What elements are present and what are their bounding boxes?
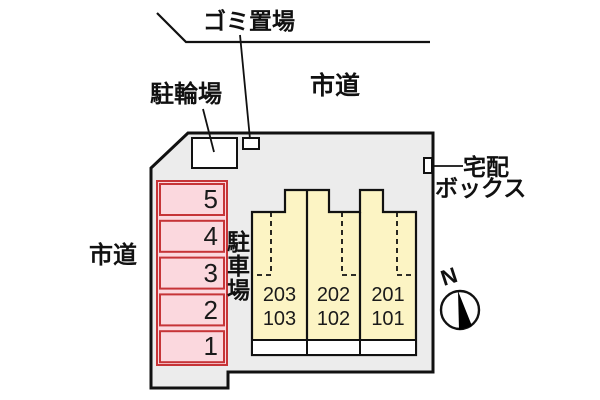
road-top-label: 市道 bbox=[310, 72, 361, 100]
unit-label-201-101: 201 101 bbox=[360, 284, 416, 331]
road-left-label: 市道 bbox=[89, 242, 137, 269]
bicycle-parking-label: 駐輪場 bbox=[150, 81, 222, 108]
bicycle-parking-area bbox=[191, 137, 238, 169]
parking-lot-char-2: 車 bbox=[227, 253, 250, 279]
garbage-leader-line bbox=[239, 34, 251, 140]
porch-strip-203 bbox=[251, 339, 308, 356]
unit-203-dashed-line bbox=[252, 212, 272, 276]
porch-strip-201 bbox=[359, 339, 417, 356]
delivery-box-label-line2: ボックス bbox=[435, 175, 527, 201]
parking-lot-label: 駐 車 場 bbox=[226, 230, 251, 302]
road-edge-line bbox=[156, 12, 430, 44]
garbage-area-box bbox=[242, 137, 260, 150]
unit-202-dashed-line bbox=[341, 212, 360, 276]
unit-label-202-102: 202 102 bbox=[307, 284, 360, 331]
unit-label-203-103: 203 103 bbox=[252, 284, 307, 331]
parking-space-number-4: 4 bbox=[203, 221, 218, 251]
parking-bay-5 bbox=[159, 183, 225, 216]
parking-bay-1 bbox=[159, 330, 225, 364]
parking-bay-3 bbox=[159, 256, 225, 290]
compass-needle-icon bbox=[458, 291, 472, 330]
delivery-box bbox=[423, 157, 433, 174]
unit-101-number: 101 bbox=[371, 307, 405, 330]
parking-space-number-1: 1 bbox=[203, 331, 218, 361]
unit-202-number: 202 bbox=[316, 284, 351, 306]
parking-space-number-2: 2 bbox=[203, 295, 218, 325]
unit-102-number: 102 bbox=[316, 307, 351, 330]
parking-space-number-5: 5 bbox=[203, 184, 218, 214]
unit-201-number: 201 bbox=[371, 284, 405, 306]
unit-201-dashed-line bbox=[396, 212, 416, 276]
parking-bay-4 bbox=[159, 219, 225, 253]
delivery-box-label-line1: 宅配 bbox=[463, 154, 509, 180]
bicycle-leader-line bbox=[202, 108, 215, 153]
unit-103-number: 103 bbox=[262, 307, 297, 330]
porch-strip-202 bbox=[306, 339, 361, 356]
parking-lot-char-1: 駐 bbox=[227, 229, 250, 255]
garbage-area-label: ゴミ置場 bbox=[203, 8, 295, 34]
parking-bay-2 bbox=[159, 293, 225, 327]
unit-203-number: 203 bbox=[262, 284, 297, 306]
parking-space-number-3: 3 bbox=[203, 258, 218, 288]
parking-lot-char-3: 場 bbox=[227, 277, 250, 303]
